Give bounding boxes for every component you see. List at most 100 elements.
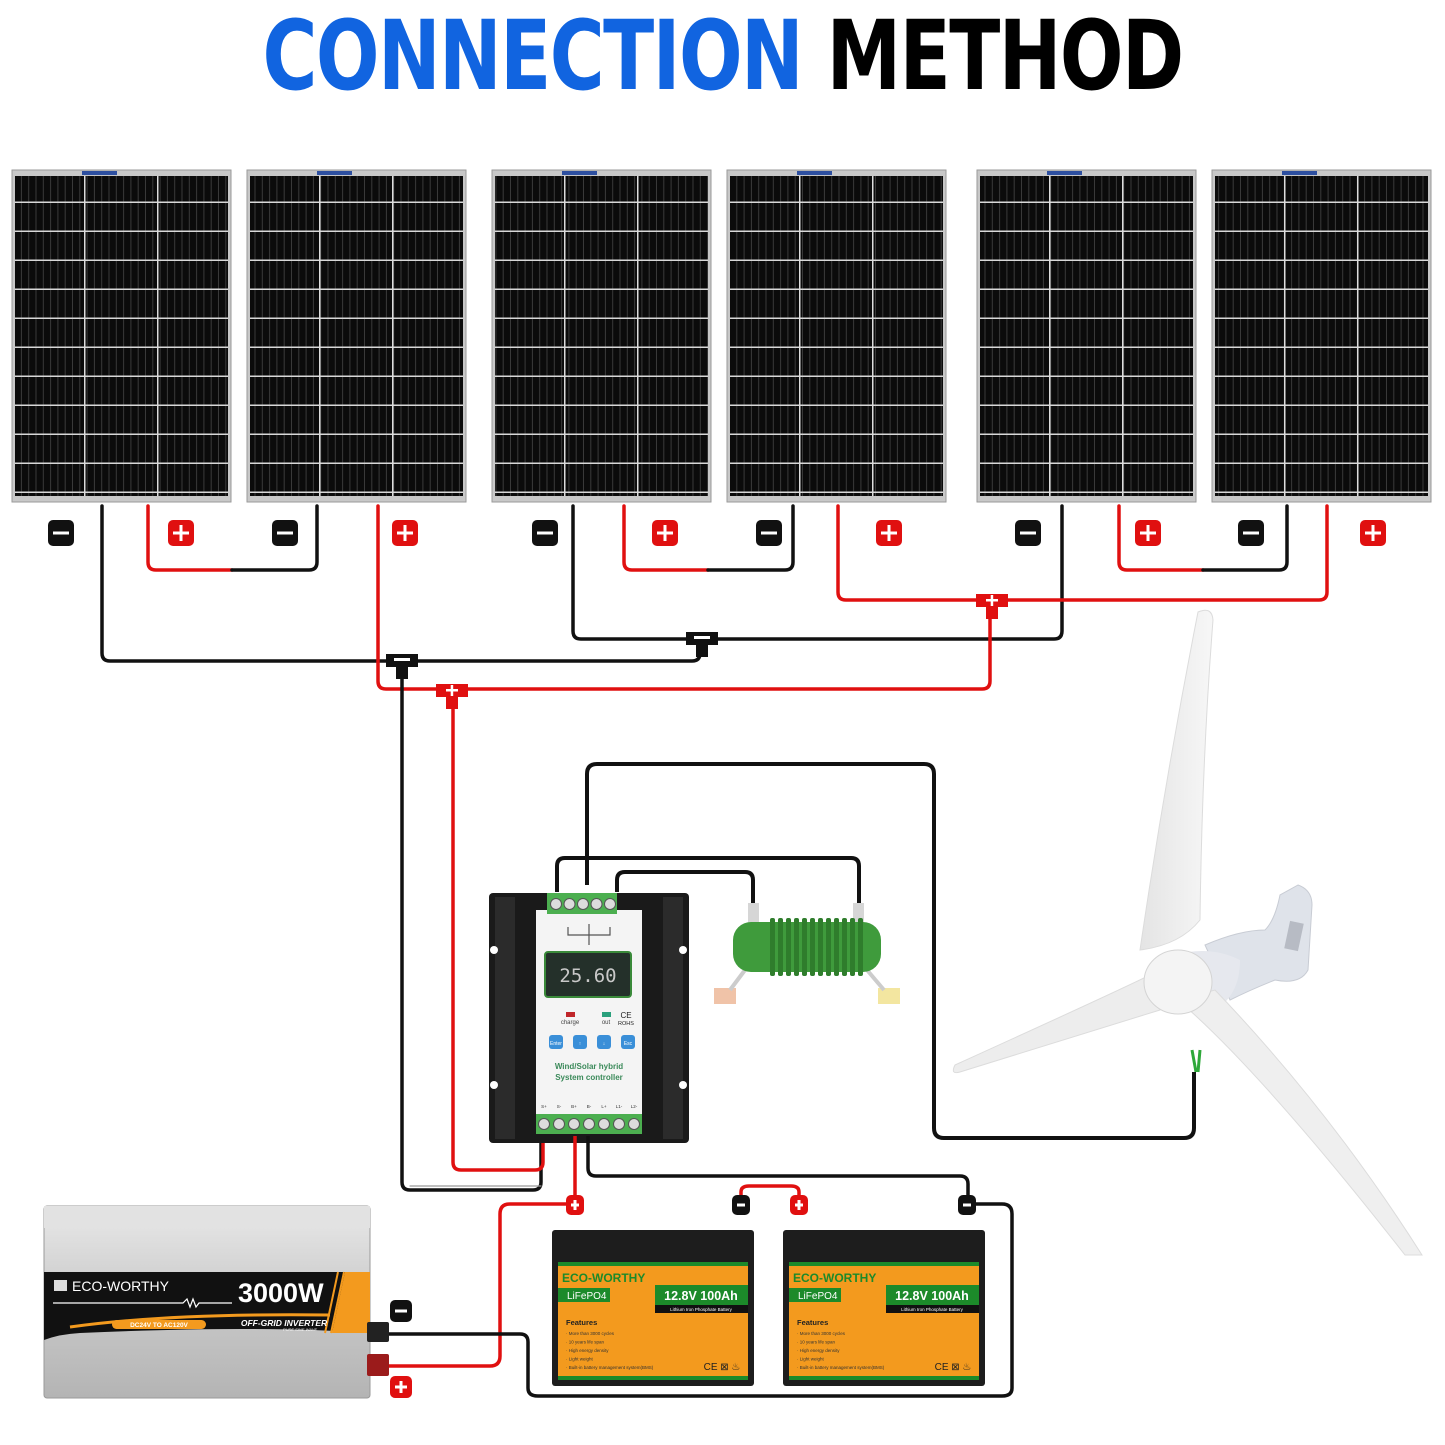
wire-panel1-negative [100, 504, 400, 663]
negative-terminal-icon: − [390, 1300, 412, 1322]
wire-panel2-negative [230, 504, 319, 572]
turbine-hub [1143, 949, 1213, 1015]
turbine-output-wires [1190, 1049, 1202, 1073]
terminal-label: S- [557, 1104, 562, 1109]
controller-button-0[interactable]: Enter [549, 1035, 563, 1049]
terminal-block-top [547, 893, 617, 914]
negative-terminal-icon: − [48, 520, 74, 546]
wire-battery-series-link [739, 1184, 801, 1198]
solar-panel [976, 169, 1197, 503]
terminal-screw [613, 1118, 625, 1130]
hybrid-controller: 25.60 charge out CE ROHS Enter↑↓Esc Wind… [489, 893, 689, 1143]
battery-features-title: Features [566, 1318, 597, 1327]
inverter-type: OFF-GRID INVERTER [241, 1318, 328, 1328]
solar-panel [11, 169, 232, 503]
terminal-screw [583, 1118, 595, 1130]
resistor-coil [770, 918, 863, 976]
battery-feature: · More than 3000 cycles [797, 1331, 846, 1336]
battery-feature: · High energy density [797, 1348, 840, 1353]
controller-button-3[interactable]: Esc [621, 1035, 635, 1049]
battery-subtitle: Lithium Iron Phosphate Battery [901, 1307, 964, 1312]
resistor-mount-foot [714, 988, 736, 1004]
indicator-out-label: out [602, 1020, 611, 1026]
terminal-label: L1- [616, 1104, 623, 1109]
inverter-positive-terminal [367, 1354, 389, 1376]
positive-terminal-icon: + [392, 520, 418, 546]
positive-terminal-icon: + [566, 1195, 584, 1215]
svg-text:↑: ↑ [579, 1041, 582, 1047]
inverter-logo-icon [54, 1280, 67, 1291]
wire-panel3-positive [622, 504, 710, 572]
battery-feature: · Built-in battery management system(BMS… [797, 1365, 885, 1370]
positive-terminal-icon: + [790, 1195, 808, 1215]
positive-terminal-icon: + [1360, 520, 1386, 546]
positive-terminal-icon: + [168, 520, 194, 546]
turbine-blade [952, 974, 1161, 1074]
branch-connector-negative [686, 632, 718, 657]
terminal-label: L2- [631, 1104, 638, 1109]
solar-panel [1211, 169, 1432, 503]
rohs-mark: ROHS [618, 1021, 634, 1027]
title-part-2: METHOD [826, 0, 1184, 112]
terminal-label: B- [587, 1104, 592, 1109]
wire-dumpload-a [555, 856, 861, 905]
terminal-screw [590, 898, 603, 910]
battery-brand: ECO-WORTHY [793, 1271, 876, 1285]
wire-panel3-negative [571, 504, 702, 641]
resistor-mount-foot [878, 988, 900, 1004]
turbine-blade [1139, 609, 1214, 951]
inverter-subtype: PURE SINE WAVE [283, 1327, 317, 1332]
ce-mark: CE [620, 1011, 631, 1020]
controller-button-2[interactable]: ↓ [597, 1035, 611, 1049]
wire-pv-positive-to-controller [451, 700, 545, 1172]
inverter-power: 3000W [238, 1278, 324, 1308]
terminal-screw [598, 1118, 610, 1130]
svg-text:↓: ↓ [603, 1041, 606, 1047]
battery-rating: 12.8V 100Ah [664, 1289, 738, 1303]
controller-faceplate [536, 910, 642, 1122]
positive-terminal-icon: + [1135, 520, 1161, 546]
inverter-brand: ECO-WORTHY [72, 1278, 170, 1294]
wire-inverter-positive [388, 1202, 566, 1368]
wire-panel6-negative [1201, 504, 1289, 572]
negative-terminal-icon: − [1238, 520, 1264, 546]
wire-controller-battery-negative [586, 1136, 970, 1198]
positive-terminal-icon: + [390, 1376, 412, 1398]
indicator-charge-label: charge [561, 1020, 580, 1026]
lcd-value: 25.60 [559, 965, 616, 987]
terminal-screw [628, 1118, 640, 1130]
solar-panel [491, 169, 712, 503]
branch-connector-positive [436, 684, 468, 709]
battery-subtitle: Lithium Iron Phosphate Battery [670, 1307, 733, 1312]
battery-feature: · High energy density [566, 1348, 609, 1353]
wire-dumpload-b [615, 870, 755, 905]
svg-text:Esc: Esc [624, 1041, 633, 1047]
negative-terminal-icon: − [272, 520, 298, 546]
wind-turbine [952, 609, 1423, 1256]
terminal-screw [563, 898, 576, 910]
wire-panel2-positive [376, 504, 452, 691]
terminal-label: L+ [601, 1104, 607, 1109]
negative-terminal-icon: − [756, 520, 782, 546]
inverter-terminal-badges: −+ [390, 1300, 412, 1398]
battery-features-title: Features [797, 1318, 828, 1327]
battery-terminal-badges: + − + − [566, 1195, 976, 1215]
terminal-block-bottom [536, 1114, 642, 1134]
terminal-screw [538, 1118, 550, 1130]
controller-button-1[interactable]: ↑ [573, 1035, 587, 1049]
solar-panel [246, 169, 467, 503]
solar-panel [726, 169, 947, 503]
battery-feature: · Light weight [797, 1357, 825, 1362]
negative-terminal-icon: − [958, 1195, 976, 1215]
branch-connector-positive [976, 594, 1008, 619]
wire-pos-branch-to-main [448, 610, 992, 691]
battery-feature: · 10 years life span [797, 1340, 836, 1345]
inverter-sine-icon [53, 1297, 232, 1309]
battery-feature: · Light weight [566, 1357, 594, 1362]
negative-terminal-icon: − [732, 1195, 750, 1215]
terminal-label: S+ [541, 1104, 547, 1109]
inverter-negative-terminal [367, 1322, 389, 1342]
terminal-label: B+ [571, 1104, 577, 1109]
